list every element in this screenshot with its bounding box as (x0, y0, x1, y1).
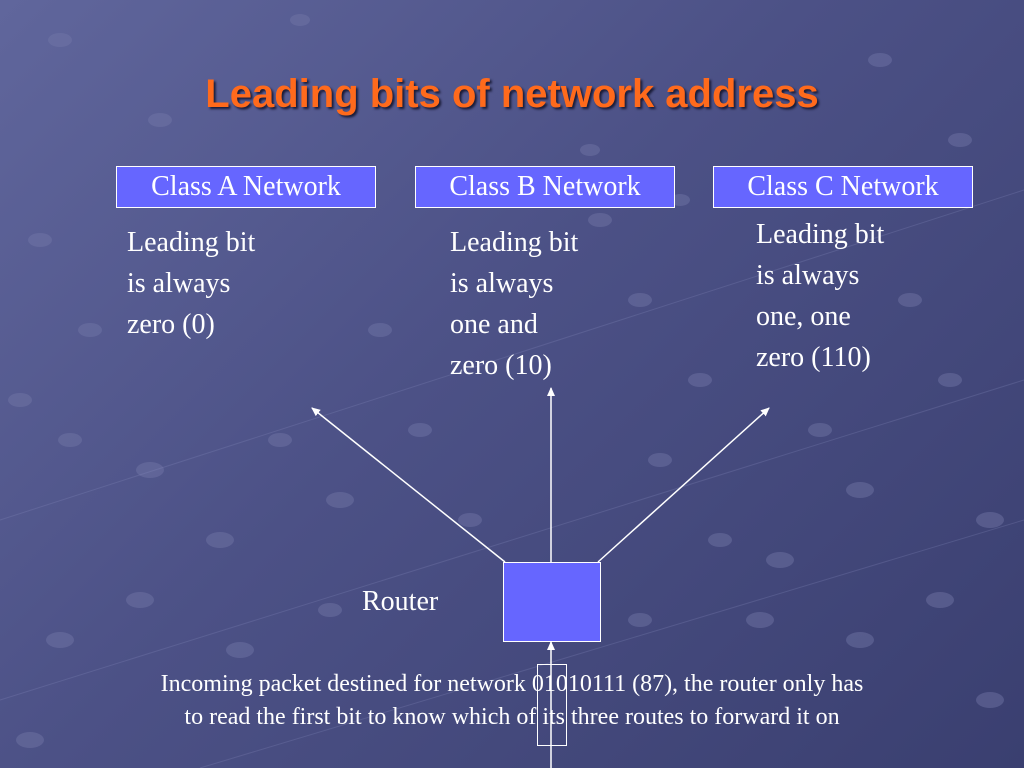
class-c-desc-line: zero (110) (756, 342, 871, 373)
class-a-description: Leading bit is always zero (0) (127, 222, 327, 345)
class-b-network-box: Class B Network (415, 166, 675, 208)
class-a-network-box: Class A Network (116, 166, 376, 208)
class-c-desc-line: is always (756, 260, 860, 291)
class-a-desc-line: is always (127, 268, 231, 299)
class-b-desc-line: is always (450, 268, 554, 299)
class-c-description: Leading bit is always one, one zero (110… (756, 214, 956, 378)
class-b-desc-line: Leading bit (450, 227, 579, 258)
class-a-desc-line: Leading bit (127, 227, 256, 258)
caption-line-2: to read the first bit to know which of i… (184, 704, 840, 730)
class-c-desc-line: Leading bit (756, 219, 885, 250)
class-c-network-box: Class C Network (713, 166, 973, 208)
arrow-to-class-a (311, 407, 506, 563)
router-box (503, 562, 601, 642)
class-b-desc-line: one and (450, 309, 538, 340)
class-c-desc-line: one, one (756, 301, 851, 332)
class-a-label: Class A Network (151, 171, 341, 202)
class-b-description: Leading bit is always one and zero (10) (450, 222, 650, 386)
router-label: Router (362, 586, 439, 617)
arrow-to-class-c (597, 407, 770, 563)
class-c-label: Class C Network (747, 171, 939, 202)
caption-line-1: Incoming packet destined for network 010… (160, 671, 864, 697)
caption: Incoming packet destined for network 010… (80, 668, 944, 734)
class-b-label: Class B Network (449, 171, 641, 202)
class-a-desc-line: zero (0) (127, 309, 215, 340)
slide-title: Leading bits of network address (205, 72, 819, 116)
first-bit-highlight (537, 664, 567, 746)
class-b-desc-line: zero (10) (450, 350, 552, 381)
